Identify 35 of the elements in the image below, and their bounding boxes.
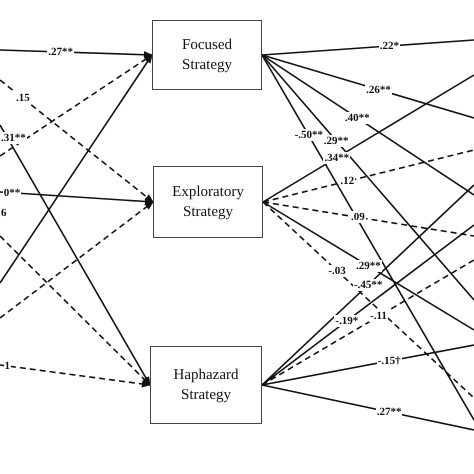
path-coefficient: -.15†: [376, 355, 402, 367]
path-coefficient: .31**: [0, 132, 27, 144]
path-coefficient: -.03: [327, 264, 347, 277]
path-coefficient: .26**: [365, 84, 392, 96]
path-arrow: [0, 54, 153, 284]
dashed-path-arrow: [0, 79, 154, 203]
path-coefficient: .22*: [378, 40, 400, 52]
dashed-path-arrow: [0, 201, 154, 319]
path-arrow: [0, 191, 154, 206]
path-coefficient: .40**: [344, 112, 371, 124]
path-coefficient: .29**: [355, 260, 382, 272]
path-coefficient: -.19*: [334, 315, 360, 327]
path-coefficient: .27**: [376, 406, 402, 418]
strategy-box: [152, 20, 262, 90]
strategy-box: [153, 166, 263, 238]
path-coefficient: .12: [339, 175, 356, 188]
path-coefficient: .27**: [47, 46, 74, 58]
strategy-box: [150, 346, 262, 424]
node-label: Exploratory Strategy: [171, 183, 245, 222]
dashed-path-arrow: [0, 54, 153, 157]
path-coefficient: .15: [14, 92, 31, 104]
path-coefficient: .34**: [323, 152, 350, 164]
path-coefficient: -.50**: [294, 129, 324, 142]
path-coefficient: 0**: [2, 186, 22, 199]
path-coefficient: .09: [350, 211, 366, 224]
path-coefficient: -.45**: [353, 279, 384, 291]
node-label: Haphazard Strategy: [172, 366, 240, 405]
node-label: Focused Strategy: [181, 36, 233, 75]
path-arrow: [0, 124, 151, 386]
path-coefficient: 1: [4, 360, 11, 372]
dashed-path-arrow: [0, 364, 151, 388]
path-coefficient: .29**: [322, 134, 350, 147]
path-coefficient: 6: [0, 207, 8, 219]
path-coefficient: -.11: [369, 310, 388, 322]
dashed-path-arrow: [0, 235, 151, 386]
